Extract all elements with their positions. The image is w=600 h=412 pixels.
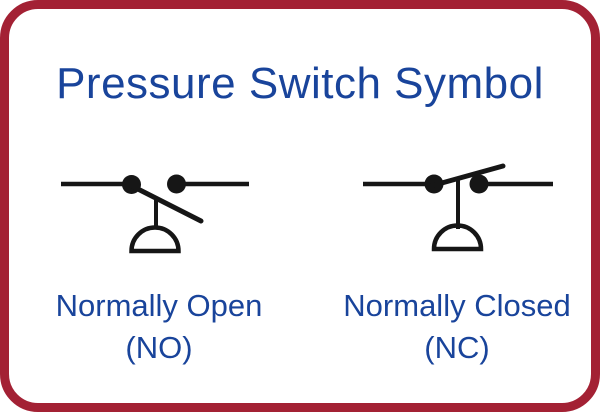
- normally-open-label-text: Normally Open: [55, 288, 263, 323]
- nc-right-contact-dot: [469, 174, 489, 194]
- no-right-contact-dot: [167, 174, 186, 194]
- normally-closed-label-text: Normally Closed: [343, 288, 571, 323]
- normally-open-symbol: [61, 174, 249, 254]
- no-lever-arm: [127, 182, 204, 224]
- page-title: Pressure Switch Symbol: [56, 59, 544, 108]
- nc-lever-arm: [428, 163, 506, 189]
- normally-closed-label: Normally Closed (NC): [311, 285, 600, 369]
- normally-open-label: Normally Open (NO): [15, 285, 303, 369]
- no-diaphragm-dome: [129, 225, 181, 254]
- normally-open-abbreviation: (NO): [125, 330, 193, 365]
- normally-closed-symbol: [363, 163, 553, 252]
- nc-diaphragm-dome: [431, 223, 484, 252]
- normally-closed-abbreviation: (NC): [424, 330, 490, 365]
